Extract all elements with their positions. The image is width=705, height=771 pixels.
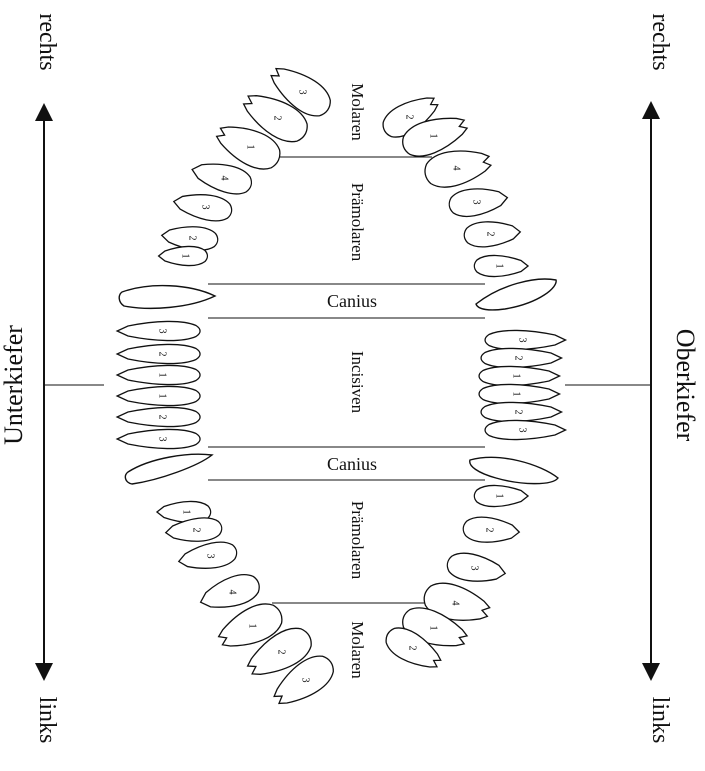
tooth-upper-right-1-number: 2 [404, 115, 415, 120]
tooth-upper-incisors-2: 2 [481, 348, 562, 367]
teeth-upper-right: 2 1 4 3 2 1 [378, 89, 528, 276]
teeth-upper-incisors: 3 2 1 1 2 3 [479, 330, 566, 439]
tooth-upper-left-1-number: 1 [494, 494, 505, 499]
tooth-lower-incisors-5: 2 [117, 407, 200, 426]
oberkiefer-links-label: links [647, 697, 673, 744]
label-incisiven: Incisiven [348, 351, 367, 414]
tooth-upper-right-5: 2 [463, 219, 521, 248]
tooth-upper-incisors-3-number: 1 [511, 374, 522, 379]
lower-canine-top [119, 286, 215, 309]
teeth-upper-left: 1 2 3 4 1 2 [381, 485, 528, 675]
tooth-lower-left-5-number: 1 [247, 624, 258, 629]
unterkiefer-links-label: links [34, 697, 60, 744]
tooth-upper-left-3-number: 3 [469, 566, 480, 571]
tooth-lower-incisors-4: 1 [117, 386, 200, 405]
tooth-upper-incisors-5: 2 [481, 402, 562, 421]
unterkiefer-label: Unterkiefer [0, 325, 28, 445]
tooth-upper-right-5-number: 2 [485, 232, 496, 237]
teeth-lower-incisors: 3 2 1 1 2 3 [117, 321, 200, 448]
oberkiefer-axis: rechts Oberkiefer links [565, 13, 700, 743]
tooth-upper-incisors-4: 1 [479, 384, 560, 403]
group-dividers [208, 157, 485, 603]
tooth-lower-incisors-2-number: 2 [157, 352, 168, 357]
teeth-lower-right: 3 2 1 4 3 2 1 [159, 59, 337, 266]
tooth-upper-left-2-number: 2 [484, 528, 495, 533]
label-praemolaren-top: Prämolaren [348, 183, 367, 262]
tooth-upper-left-5-number: 1 [428, 626, 439, 631]
tooth-upper-right-3-number: 4 [451, 166, 462, 171]
upper-canine-top [476, 279, 556, 310]
tooth-upper-right-6: 1 [474, 255, 528, 276]
tooth-lower-right-2-number: 2 [272, 116, 283, 121]
tooth-lower-left-7-number: 3 [300, 678, 311, 683]
tooth-lower-incisors-3-number: 1 [157, 373, 168, 378]
tooth-lower-right-5-number: 3 [200, 205, 211, 210]
tooth-lower-incisors-2: 2 [117, 344, 200, 363]
tooth-upper-incisors-3: 1 [479, 366, 560, 385]
tooth-upper-right-4-number: 3 [471, 200, 482, 205]
label-molaren-bottom: Molaren [348, 621, 367, 679]
tooth-lower-right-6-number: 2 [187, 236, 198, 241]
tooth-upper-incisors-5-number: 2 [513, 410, 524, 415]
tooth-lower-right-1-number: 3 [297, 90, 308, 95]
tooth-lower-left-2-number: 2 [191, 528, 202, 533]
tooth-upper-incisors-2-number: 2 [513, 356, 524, 361]
tooth-lower-incisors-6: 3 [117, 429, 200, 448]
tooth-lower-incisors-3: 1 [117, 365, 200, 384]
tooth-lower-right-4-number: 4 [219, 176, 230, 181]
tooth-upper-incisors-6-number: 3 [517, 428, 528, 433]
oberkiefer-label: Oberkiefer [671, 329, 700, 442]
tooth-lower-incisors-6-number: 3 [157, 437, 168, 442]
label-canius-bottom: Canius [327, 454, 377, 474]
tooth-lower-incisors-1: 3 [117, 321, 200, 340]
group-labels: Molaren Prämolaren Canius Incisiven Cani… [327, 83, 377, 679]
tooth-upper-left-3: 3 [445, 550, 507, 587]
label-molaren-top: Molaren [348, 83, 367, 141]
tooth-lower-right-5: 3 [172, 189, 234, 224]
tooth-lower-right-7: 1 [159, 246, 208, 265]
oberkiefer-rechts-label: rechts [647, 13, 673, 70]
tooth-upper-incisors-1-number: 3 [517, 338, 528, 343]
tooth-upper-right-4: 3 [448, 184, 510, 219]
tooth-upper-incisors-6: 3 [485, 420, 566, 439]
tooth-lower-incisors-4-number: 1 [157, 394, 168, 399]
tooth-lower-incisors-1-number: 3 [157, 329, 168, 334]
tooth-lower-left-3-number: 3 [205, 554, 216, 559]
tooth-lower-right-7-number: 1 [180, 254, 191, 259]
tooth-upper-incisors-1: 3 [485, 330, 566, 349]
tooth-upper-incisors-4-number: 1 [511, 392, 522, 397]
tooth-lower-left-6-number: 2 [276, 650, 287, 655]
teeth-lower-left: 1 2 3 4 1 2 3 [157, 501, 340, 713]
unterkiefer-axis: rechts Unterkiefer links [0, 13, 104, 743]
tooth-upper-left-6-number: 2 [407, 646, 418, 651]
tooth-upper-right-2-number: 1 [428, 134, 439, 139]
label-praemolaren-bottom: Prämolaren [348, 501, 367, 580]
tooth-lower-left-4-number: 4 [227, 590, 238, 595]
tooth-lower-left-3: 3 [177, 539, 239, 574]
label-canius-top: Canius [327, 291, 377, 311]
tooth-upper-left-2: 2 [462, 516, 520, 545]
tooth-upper-right-6-number: 1 [494, 264, 505, 269]
lower-canine-bottom [125, 454, 212, 484]
tooth-lower-right-3-number: 1 [245, 145, 256, 150]
tooth-lower-left-1-number: 1 [181, 510, 192, 515]
unterkiefer-rechts-label: rechts [34, 13, 60, 70]
tooth-upper-left-4-number: 4 [450, 601, 461, 606]
tooth-upper-left-1: 1 [474, 485, 528, 506]
tooth-lower-incisors-5-number: 2 [157, 415, 168, 420]
